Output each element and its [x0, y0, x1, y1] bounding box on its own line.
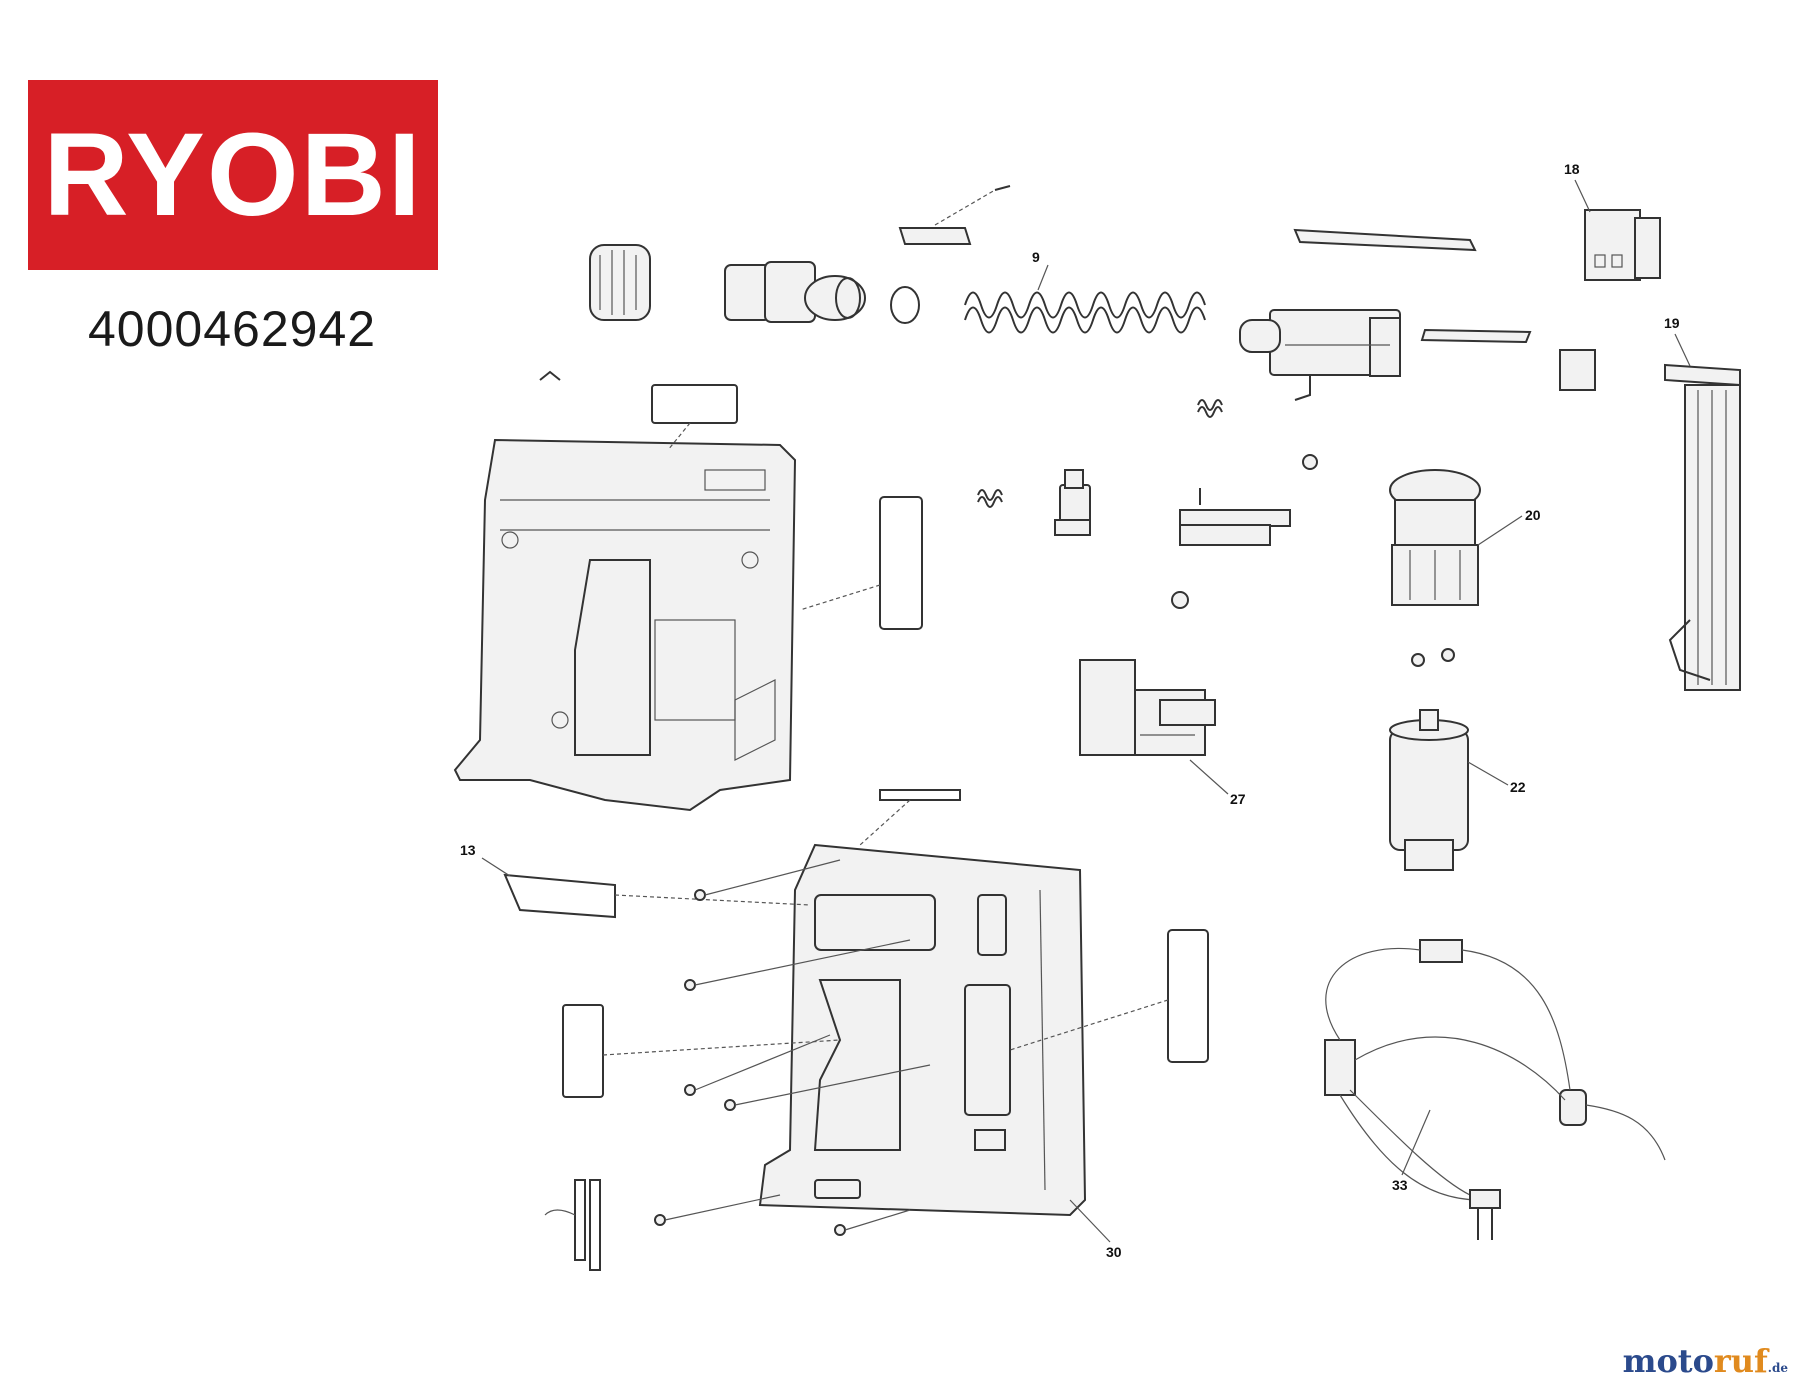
magazine-cap-part — [1584, 209, 1661, 281]
housing-left-half — [453, 438, 797, 812]
small-spring-a — [1197, 399, 1223, 418]
label-plate-13 — [503, 873, 616, 919]
small-spring-b — [977, 489, 1003, 508]
gearbox-part — [1389, 469, 1481, 606]
motoruf-watermark: motoruf.de — [1623, 1342, 1788, 1380]
lever-part — [1179, 488, 1291, 546]
label-plate-a — [651, 384, 738, 424]
callout-19: 19 — [1664, 315, 1680, 331]
part-number: 4000462942 — [88, 301, 377, 357]
callout-13: 13 — [460, 842, 476, 858]
label-plate-b — [879, 496, 923, 630]
watermark-accent: ruf — [1713, 1342, 1768, 1380]
blade-part — [1420, 328, 1532, 344]
screw-group — [654, 859, 931, 1236]
callout-20: 20 — [1525, 507, 1541, 523]
driver-block-part — [1239, 309, 1401, 401]
ryobi-logo: RYOBI — [28, 80, 438, 270]
label-plate-d — [562, 1004, 604, 1098]
collar-part — [589, 244, 651, 321]
screw-part-b — [1411, 653, 1425, 667]
trigger-link-part — [1054, 469, 1091, 536]
label-plate-c — [879, 789, 961, 801]
spring-part — [964, 264, 1206, 334]
small-plate-part — [898, 185, 1011, 245]
callout-18: 18 — [1564, 161, 1580, 177]
housing-right-half — [758, 843, 1087, 1217]
callout-9: 9 — [1032, 249, 1040, 265]
switch-part — [1079, 659, 1216, 756]
o-ring-part — [890, 286, 920, 324]
logo-text: RYOBI — [43, 109, 423, 241]
callout-30: 30 — [1106, 1244, 1122, 1260]
callout-33: 33 — [1392, 1177, 1408, 1193]
motor-part — [1389, 709, 1469, 871]
guide-rail-part — [1293, 228, 1477, 252]
bumper-part — [1559, 349, 1596, 391]
magazine-part — [1664, 363, 1741, 691]
watermark-suffix: .de — [1767, 1361, 1788, 1375]
screw-part-c — [1441, 648, 1455, 662]
callout-27: 27 — [1230, 791, 1246, 807]
small-nut-part — [1302, 454, 1318, 470]
watermark-main: moto — [1622, 1342, 1714, 1380]
label-plate-e — [1167, 929, 1209, 1063]
small-clip-part — [539, 370, 561, 381]
callout-22: 22 — [1510, 779, 1526, 795]
chuck-part — [724, 261, 866, 323]
wiring-harness-part — [1324, 939, 1666, 1240]
screw-part-a — [1171, 591, 1189, 609]
wire-clip-part — [544, 1179, 601, 1271]
